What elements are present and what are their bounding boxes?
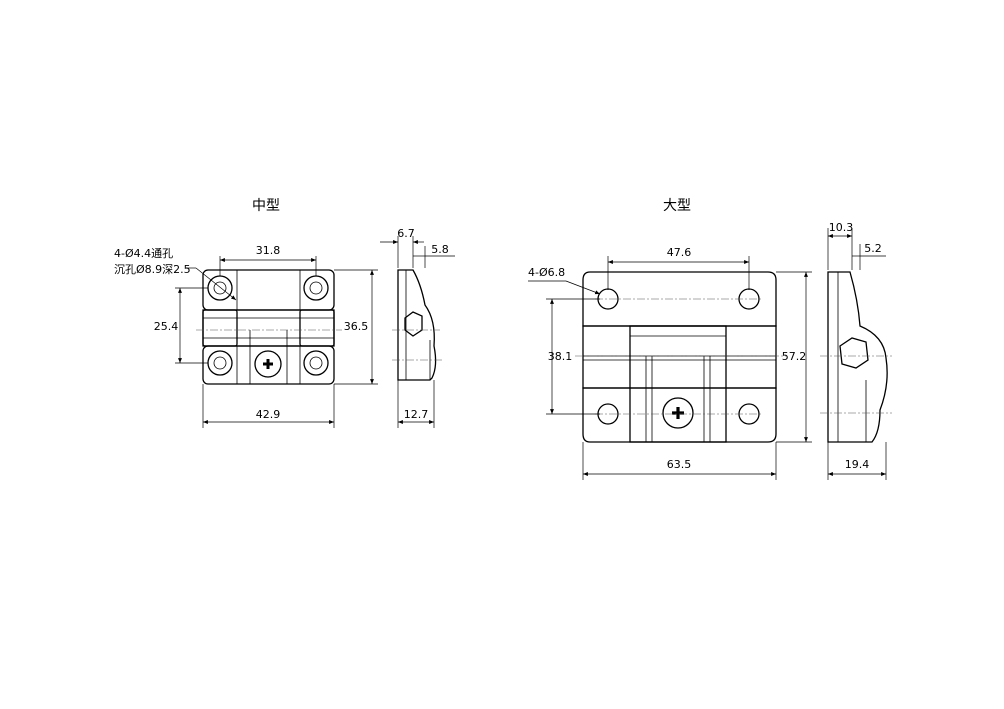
- medium-dim-side-right: 5.8: [431, 243, 449, 256]
- large-front-view: [575, 271, 786, 443]
- medium-title: 中型: [252, 198, 280, 214]
- medium-dimensions: 31.8 4-Ø4.4通孔 沉孔Ø8.9深2.5 25.4 36.5 42.9: [114, 244, 378, 428]
- adjustment-screw-icon: [662, 397, 694, 429]
- large-dim-width: 63.5: [667, 458, 692, 471]
- large-dim-side-depth: 19.4: [845, 458, 870, 471]
- medium-dim-side-depth: 12.7: [404, 408, 429, 421]
- mounting-hole: [207, 350, 233, 376]
- medium-dim-height: 36.5: [344, 320, 369, 333]
- medium-dim-vertical-hole: 25.4: [154, 320, 179, 333]
- large-dim-side-top: 10.3: [829, 221, 854, 234]
- medium-side-view: [392, 269, 442, 381]
- medium-side-dimensions: 6.7 5.8 12.7: [380, 227, 455, 428]
- large-side-view: [820, 271, 892, 443]
- medium-dim-side-top: 6.7: [397, 227, 415, 240]
- medium-dim-width: 42.9: [256, 408, 281, 421]
- large-dim-side-right: 5.2: [864, 242, 882, 255]
- large-dimensions: 47.6 4-Ø6.8 38.1 57.2 63.5: [528, 246, 812, 480]
- medium-dim-hole-spacing: 31.8: [256, 244, 281, 257]
- mounting-hole: [207, 275, 233, 301]
- large-dim-hole-spacing: 47.6: [667, 246, 692, 259]
- large-side-dimensions: 10.3 5.2 19.4: [827, 221, 887, 480]
- large-hole-note: 4-Ø6.8: [528, 266, 565, 279]
- medium-hole-note-2: 沉孔Ø8.9深2.5: [114, 263, 191, 276]
- large-dim-vertical-hole: 38.1: [548, 350, 573, 363]
- large-dim-height: 57.2: [782, 350, 807, 363]
- large-title: 大型: [663, 198, 691, 214]
- mounting-hole: [303, 275, 329, 301]
- medium-hole-note-1: 4-Ø4.4通孔: [114, 247, 173, 260]
- mounting-hole: [303, 350, 329, 376]
- medium-front-view: [196, 269, 342, 385]
- adjustment-screw-icon: [254, 350, 282, 378]
